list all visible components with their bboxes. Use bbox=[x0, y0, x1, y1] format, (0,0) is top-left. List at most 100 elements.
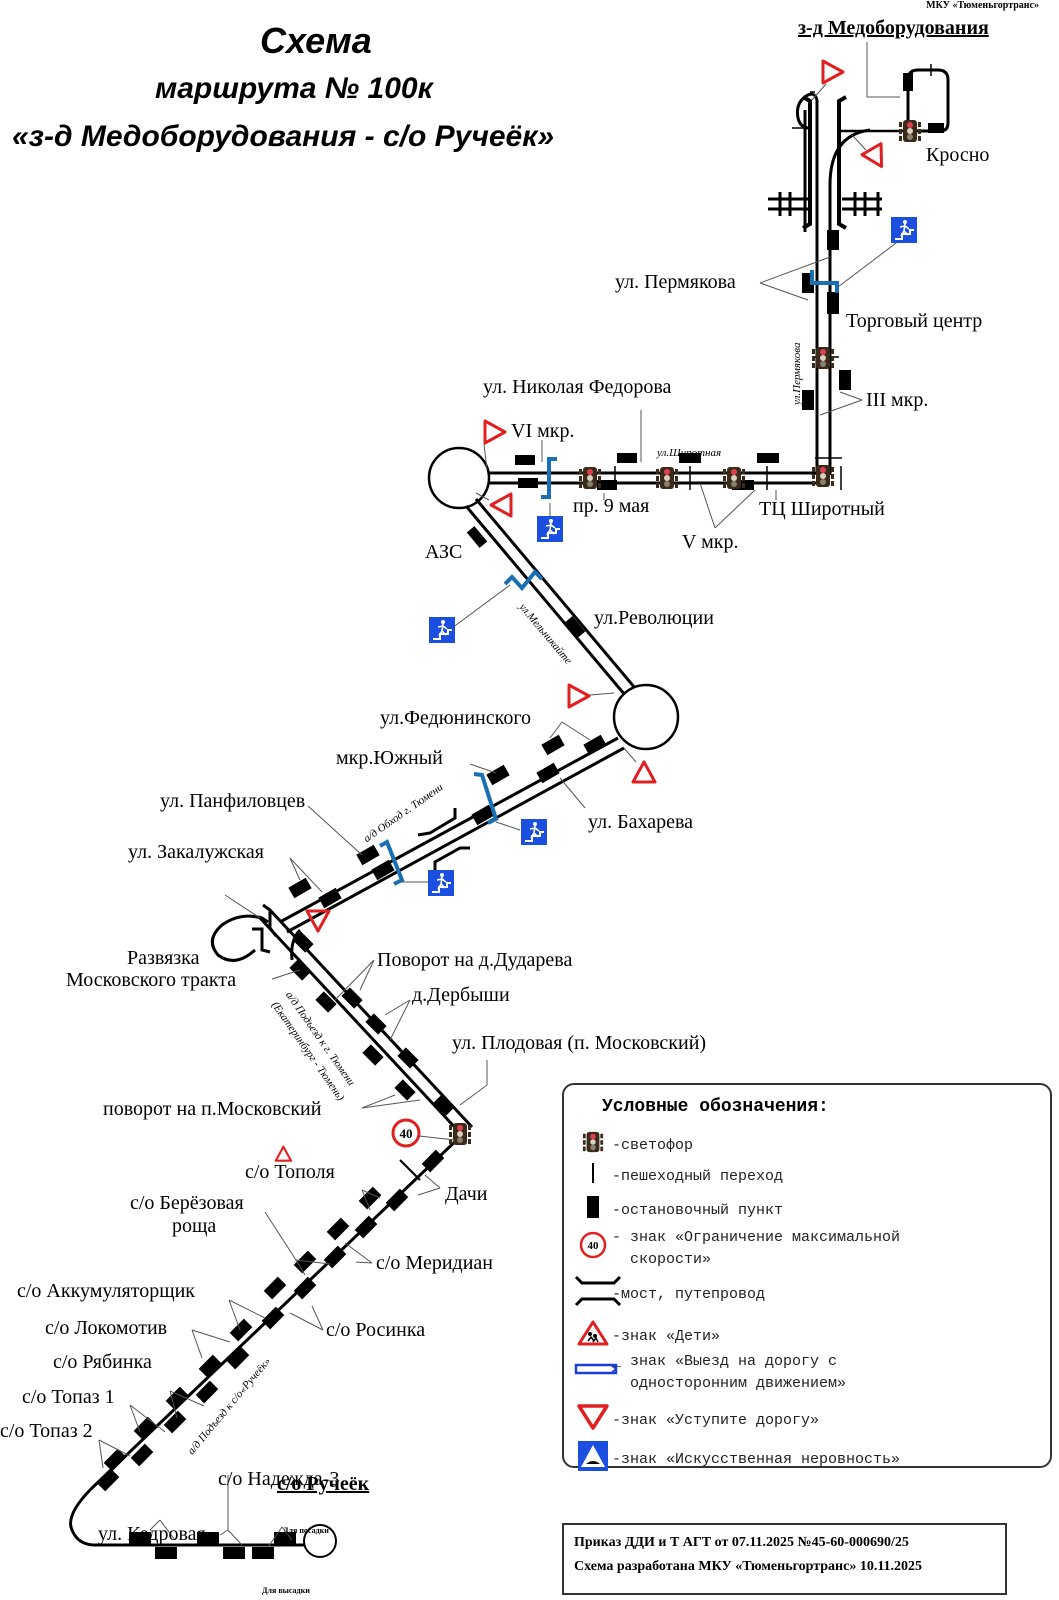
bus-stop-marker bbox=[274, 1532, 296, 1544]
bus-stop-marker bbox=[827, 292, 839, 314]
pedestrian-crossing-sign-icon bbox=[890, 216, 918, 244]
stop-label: Кросно bbox=[926, 144, 990, 166]
bus-stop-marker bbox=[597, 480, 617, 490]
pedestrian-crossing-sign-icon bbox=[520, 818, 548, 846]
bus-stop-marker bbox=[827, 230, 839, 250]
stop-label: ул. Пермякова bbox=[615, 271, 736, 293]
stop-label: с/о Надежда-3 bbox=[218, 1468, 340, 1490]
bus-stop-marker bbox=[371, 859, 395, 881]
street-name: ул.Широтная bbox=[657, 447, 722, 459]
bus-stop-marker bbox=[541, 734, 565, 756]
speed-bump-signs bbox=[427, 216, 918, 897]
bus-stop-marker bbox=[261, 1306, 285, 1330]
traffic-light-icon bbox=[574, 1129, 612, 1163]
bus-stop-marker bbox=[292, 931, 314, 953]
stop-label: ул.Революции bbox=[594, 607, 714, 629]
stop-label: роща bbox=[172, 1215, 217, 1237]
legend-item-crosswalk: -пешеходный переход bbox=[574, 1161, 783, 1193]
legend-title: Условные обозначения: bbox=[602, 1097, 829, 1117]
bus-stop-marker bbox=[133, 1416, 157, 1440]
legend: Условные обозначения: -светофор -пешеход… bbox=[562, 1083, 1052, 1471]
one-way-sign-icon bbox=[574, 1362, 618, 1384]
stop-label: д.Дербыши bbox=[412, 984, 510, 1006]
crosswalk-icon bbox=[574, 1161, 612, 1193]
stop-label: с/о Топаз 1 bbox=[22, 1386, 115, 1408]
stop-label: с/о Локомотив bbox=[45, 1317, 168, 1339]
stop-label: с/о Берёзовая bbox=[130, 1192, 244, 1214]
stop-label: V мкр. bbox=[682, 531, 739, 553]
legend-item-one-way: _ знак «Выезд на дорогу с односторонним … bbox=[574, 1351, 846, 1395]
svg-text:40: 40 bbox=[588, 1240, 600, 1252]
route-number: маршрута № 100к bbox=[155, 72, 433, 105]
bus-stop-marker bbox=[365, 1013, 387, 1035]
bus-stop-marker bbox=[130, 1443, 154, 1467]
legend-item-speed-limit: 40- знак «Ограничение максимальной скоро… bbox=[574, 1227, 900, 1271]
pedestrian-crossing-sign-icon bbox=[428, 616, 456, 644]
bus-stop-marker bbox=[486, 764, 510, 786]
bus-stop-marker bbox=[617, 453, 637, 463]
bus-stop-marker bbox=[263, 1276, 287, 1300]
organization-label: МКУ «Тюменьгортранс» bbox=[926, 0, 1039, 11]
road-melnikaite bbox=[464, 498, 680, 751]
bus-stop-marker bbox=[252, 1547, 274, 1559]
one-way-signs bbox=[379, 270, 839, 886]
stop-label: ул. Николая Федорова bbox=[483, 376, 672, 398]
bus-stop-marker bbox=[358, 1186, 382, 1210]
yield-sign-icon bbox=[483, 419, 507, 445]
bus-stop-marker bbox=[197, 1532, 219, 1544]
bus-stop-marker bbox=[163, 1410, 187, 1434]
bus-stop-marker bbox=[802, 390, 814, 410]
children-sign-icon bbox=[574, 1319, 612, 1355]
stop-label: ул. Бахарева bbox=[588, 811, 694, 833]
yield-sign-icon bbox=[574, 1403, 612, 1439]
yield-signs bbox=[274, 59, 893, 1162]
bridge-icon bbox=[574, 1275, 622, 1315]
pedestrian-crossing-sign-icon bbox=[427, 869, 455, 897]
bus-stop-marker bbox=[288, 877, 312, 899]
stop-label: ул. Панфиловцев bbox=[160, 790, 306, 812]
yield-sign-icon bbox=[489, 492, 513, 518]
legend-item-speed-bump: -знак «Искусственная неровность» bbox=[574, 1440, 900, 1480]
page-title: Схема bbox=[260, 20, 372, 61]
stop-label: VI мкр. bbox=[511, 420, 575, 442]
stop-label: с/о Рябинка bbox=[53, 1351, 152, 1373]
bus-stop-icon bbox=[574, 1195, 612, 1227]
legend-item-traffic-light: -светофор bbox=[574, 1129, 693, 1163]
stop-label: Московского тракта bbox=[66, 969, 237, 991]
alighting-note: Для высадки bbox=[262, 1586, 310, 1595]
stop-label: ул. Закалужская bbox=[128, 841, 265, 863]
yield-sign-icon bbox=[821, 59, 845, 85]
boarding-note: Для посадки bbox=[283, 1526, 329, 1535]
ped-leaders bbox=[400, 239, 901, 883]
bus-stop-marker bbox=[757, 453, 779, 463]
label-leaders bbox=[98, 42, 900, 1548]
bus-stop-marker bbox=[356, 844, 380, 866]
bus-stop-marker bbox=[226, 1346, 250, 1370]
stop-label: с/о Аккумуляторщик bbox=[17, 1280, 196, 1302]
bus-stop-marker bbox=[323, 1245, 347, 1269]
bus-stop-marker bbox=[471, 804, 495, 826]
bus-stop-marker bbox=[229, 1318, 253, 1342]
bus-stop-marker bbox=[318, 887, 342, 909]
bus-stop-marker bbox=[583, 734, 607, 756]
speed-limit-sign: 40 bbox=[391, 1118, 456, 1148]
order-box: Приказ ДДИ и Т АГТ от 07.11.2025 №45-60-… bbox=[562, 1523, 1007, 1595]
order-line-2: Схема разработана МКУ «Тюменьгортранс» 1… bbox=[574, 1559, 923, 1574]
bus-stop-marker bbox=[165, 1386, 189, 1410]
route-name: «з-д Медоборудования - с/о Ручеёк» bbox=[12, 120, 555, 153]
stop-label: ТЦ Широтный bbox=[759, 498, 885, 520]
stop-label: пр. 9 мая bbox=[573, 495, 650, 517]
bus-stop-marker bbox=[354, 1215, 378, 1239]
bus-stop-marker bbox=[315, 991, 337, 1013]
bus-stop-marker bbox=[326, 1217, 350, 1241]
stop-label: мкр.Южный bbox=[336, 747, 443, 769]
stop-label: ул.Федюнинского bbox=[380, 707, 532, 729]
bus-stop-marker bbox=[903, 73, 913, 91]
sign-leaders bbox=[224, 83, 867, 919]
bus-stop-marker bbox=[928, 123, 944, 133]
stop-label: с/о Меридиан bbox=[376, 1252, 493, 1274]
legend-item-bridge: -мост, путепровод bbox=[574, 1275, 765, 1315]
legend-item-children: -знак «Дети» bbox=[574, 1319, 720, 1355]
speed-limit-icon: 40 bbox=[574, 1230, 612, 1268]
